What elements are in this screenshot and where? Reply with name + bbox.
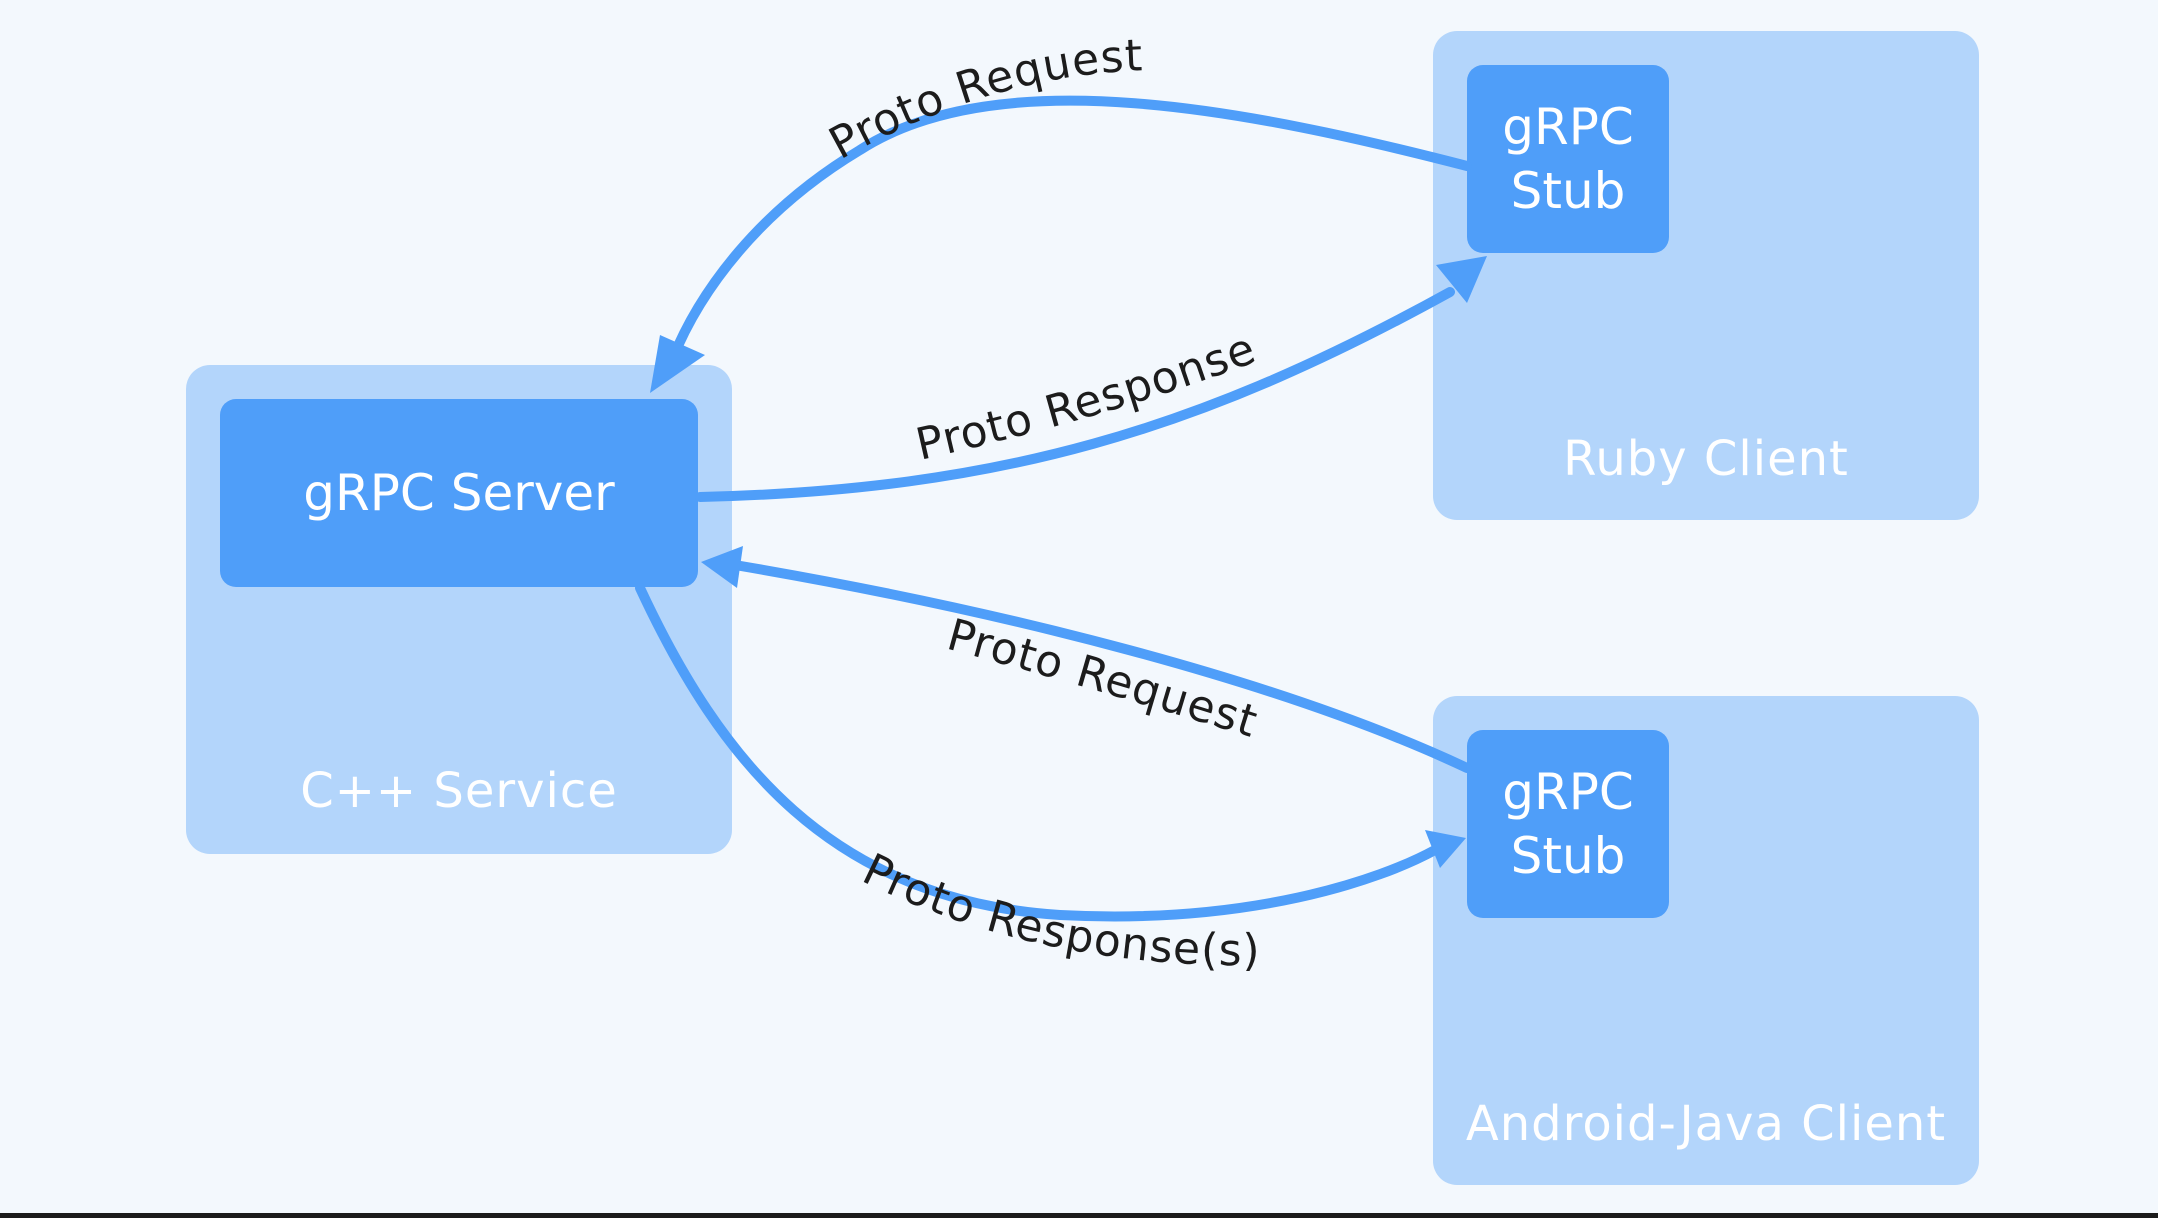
android-request-arrowhead (701, 546, 743, 588)
grpc-server-label: gRPC Server (303, 464, 615, 522)
android-request-arrow-line (730, 560, 1472, 773)
ruby-response-arrowhead (1436, 256, 1487, 303)
ruby-request-arrow-line (667, 95, 1472, 365)
ruby-stub-line1: gRPC (1502, 98, 1634, 156)
android-client-label: Android-Java Client (1465, 1096, 1947, 1152)
android-response-arrowhead (1425, 830, 1466, 868)
ruby-client-label: Ruby Client (1563, 431, 1849, 487)
cpp-service-label: C++ Service (300, 763, 618, 819)
ruby-stub-line2: Stub (1510, 162, 1626, 220)
android-response-arrow-line (635, 583, 1440, 922)
android-stub-line2: Stub (1510, 827, 1626, 885)
ruby-client-container: gRPC Stub Ruby Client (1433, 31, 1979, 520)
cpp-service-container: gRPC Server C++ Service (186, 365, 732, 854)
ruby-request-arrowhead (650, 335, 705, 393)
android-stub-line1: gRPC (1502, 763, 1634, 821)
grpc-server-box: gRPC Server (220, 399, 698, 587)
android-client-container: gRPC Stub Android-Java Client (1433, 696, 1979, 1185)
ruby-response-arrow-line (695, 287, 1455, 502)
android-grpc-stub-box: gRPC Stub (1467, 730, 1669, 918)
bottom-border (0, 1213, 2158, 1218)
ruby-grpc-stub-box: gRPC Stub (1467, 65, 1669, 253)
